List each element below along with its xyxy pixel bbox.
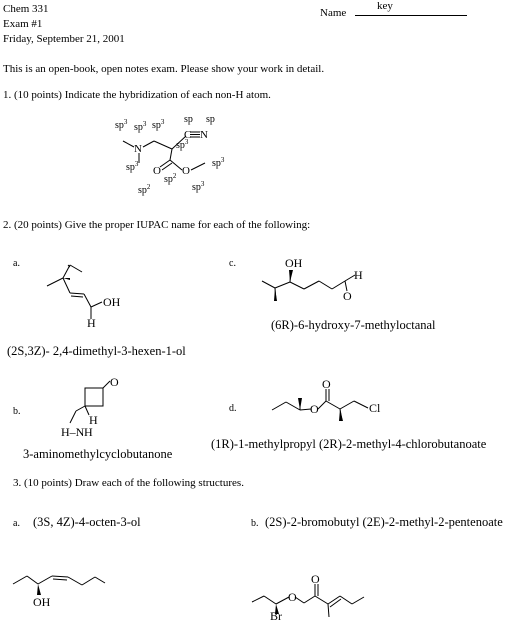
q2a-letter: a. bbox=[13, 258, 20, 269]
q1-atom-n: N bbox=[134, 143, 142, 155]
q2d-letter: d. bbox=[229, 403, 237, 414]
hyb-label: sp bbox=[206, 114, 215, 125]
q2c-atom-h: H bbox=[354, 268, 363, 282]
hyb-label: sp3 bbox=[192, 180, 205, 193]
question-3-prompt: 3. (10 points) Draw each of the followin… bbox=[13, 477, 244, 489]
q1-atom-o-ester: O bbox=[182, 165, 190, 177]
q2d-atom-o-ester: O bbox=[310, 402, 319, 416]
hyb-label: sp2 bbox=[164, 172, 177, 185]
course-label: Chem 331 bbox=[3, 3, 49, 15]
q2d-answer: (1R)-1-methylpropyl (2R)-2-methyl-4-chlo… bbox=[211, 437, 487, 451]
q3b-atom-br: Br bbox=[270, 609, 282, 623]
q2c-atom-oh: OH bbox=[285, 256, 303, 270]
q2d-atom-o-carbonyl: O bbox=[322, 377, 331, 391]
name-line[interactable] bbox=[355, 15, 467, 16]
hyb-label: sp3 bbox=[134, 120, 147, 133]
q1-atom-o-carbonyl: O bbox=[153, 165, 161, 177]
question-2-prompt: 2. (20 points) Give the proper IUPAC nam… bbox=[3, 219, 311, 231]
hyb-label: sp3 bbox=[152, 118, 165, 131]
question-1-prompt: 1. (10 points) Indicate the hybridizatio… bbox=[3, 89, 271, 101]
q2b-atom-h: H bbox=[89, 413, 98, 427]
q2c-letter: c. bbox=[229, 258, 236, 269]
q3b-atom-o-carbonyl: O bbox=[311, 572, 320, 586]
q2d-atom-cl: Cl bbox=[369, 401, 381, 415]
q2a-atom-oh: OH bbox=[103, 295, 121, 309]
name-label: Name bbox=[320, 7, 347, 19]
q3b-atom-o-ester: O bbox=[288, 590, 297, 604]
q2b-atom-o: O bbox=[110, 375, 119, 389]
hyb-label: sp bbox=[184, 114, 193, 125]
exam-instructions: This is an open-book, open notes exam. P… bbox=[3, 63, 325, 75]
hyb-label: sp2 bbox=[138, 183, 151, 196]
q3a-name: (3S, 4Z)-4-octen-3-ol bbox=[33, 515, 141, 529]
hyb-label: sp3 bbox=[115, 118, 128, 131]
hyb-label: sp3 bbox=[126, 160, 139, 173]
q2c-atom-o: O bbox=[343, 289, 352, 303]
q2a-atom-h: H bbox=[87, 316, 96, 330]
name-value: key bbox=[377, 0, 393, 12]
q3b-letter: b. bbox=[251, 518, 259, 529]
q2b-answer: 3-aminomethylcyclobutanone bbox=[23, 447, 173, 461]
hyb-label: sp3 bbox=[212, 156, 225, 169]
q2b-atom-hn: H–N bbox=[61, 425, 85, 439]
q3a-atom-oh: OH bbox=[33, 595, 51, 609]
exam-label: Exam #1 bbox=[3, 18, 43, 30]
q2a-answer: (2S,3Z)- 2,4-dimethyl-3-hexen-1-ol bbox=[7, 344, 186, 358]
q3a-letter: a. bbox=[13, 518, 20, 529]
q1-atom-c-nitrile: C bbox=[184, 129, 191, 141]
q2b-letter: b. bbox=[13, 406, 21, 417]
q3b-name: (2S)-2-bromobutyl (2E)-2-methyl-2-penten… bbox=[265, 515, 503, 529]
hyb-label: sp3 bbox=[176, 138, 189, 151]
q1-atom-n-nitrile: N bbox=[200, 129, 208, 141]
q2b-atom-h3: H bbox=[84, 425, 93, 439]
exam-date: Friday, September 21, 2001 bbox=[3, 33, 125, 45]
q2c-answer: (6R)-6-hydroxy-7-methyloctanal bbox=[271, 318, 436, 332]
